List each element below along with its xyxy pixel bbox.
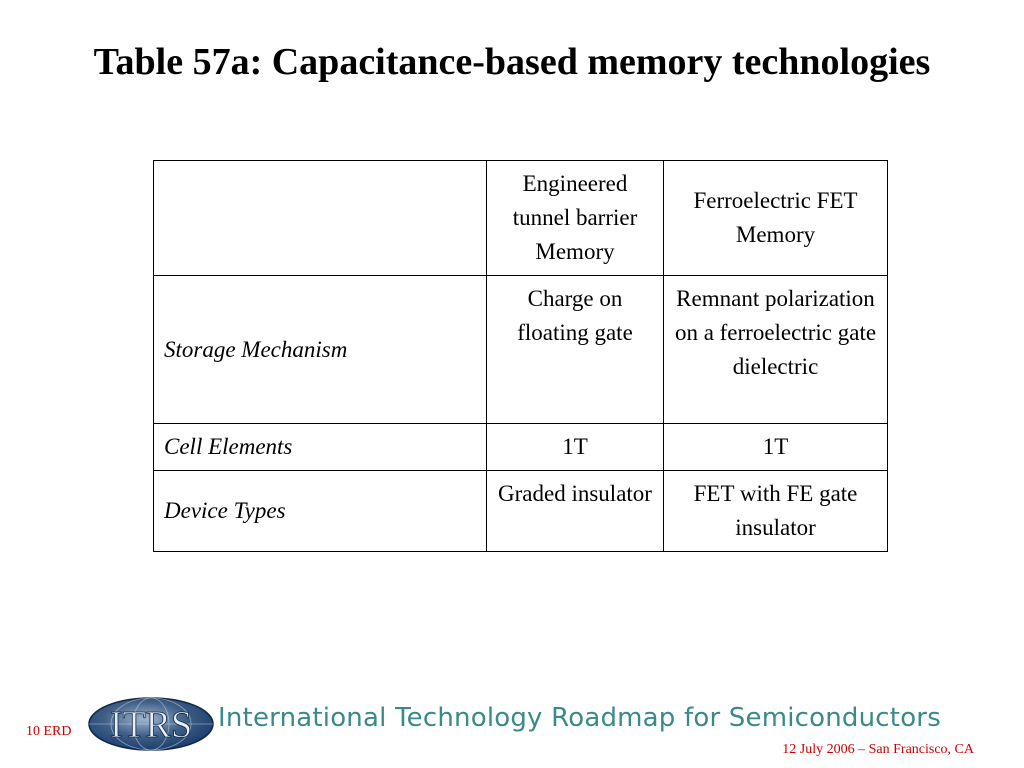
- organization-name: International Technology Roadmap for Sem…: [218, 703, 941, 733]
- itrs-logo: ITRS: [88, 697, 214, 751]
- memory-technologies-table: Engineered tunnel barrier Memory Ferroel…: [153, 160, 888, 552]
- row-label-cell-elements: Cell Elements: [153, 423, 487, 471]
- table-row: Device Types Graded insulator FET with F…: [153, 470, 888, 552]
- table-header-row: Engineered tunnel barrier Memory Ferroel…: [153, 160, 888, 276]
- table-cell: 1T: [663, 423, 888, 471]
- row-label-device-types: Device Types: [153, 470, 487, 552]
- table-cell: Graded insulator: [486, 470, 664, 552]
- column-header-ferroelectric-fet: Ferroelectric FET Memory: [663, 160, 888, 276]
- logo-lettering: ITRS: [110, 704, 192, 746]
- table-cell: FET with FE gate insulator: [663, 470, 888, 552]
- table-cell: 1T: [486, 423, 664, 471]
- slide-number: 10 ERD: [26, 724, 72, 739]
- table-row: Cell Elements 1T 1T: [153, 423, 888, 471]
- table-cell: Remnant polarization on a ferroelectric …: [663, 275, 888, 424]
- slide-title: Table 57a: Capacitance-based memory tech…: [93, 41, 931, 83]
- table-cell: Charge on floating gate: [486, 275, 664, 424]
- date-location: 12 July 2006 – San Francisco, CA: [782, 742, 974, 757]
- table-corner-cell: [153, 160, 487, 276]
- table-row: Storage Mechanism Charge on floating gat…: [153, 275, 888, 424]
- column-header-engineered-tunnel-barrier: Engineered tunnel barrier Memory: [486, 160, 664, 276]
- row-label-storage-mechanism: Storage Mechanism: [153, 275, 487, 424]
